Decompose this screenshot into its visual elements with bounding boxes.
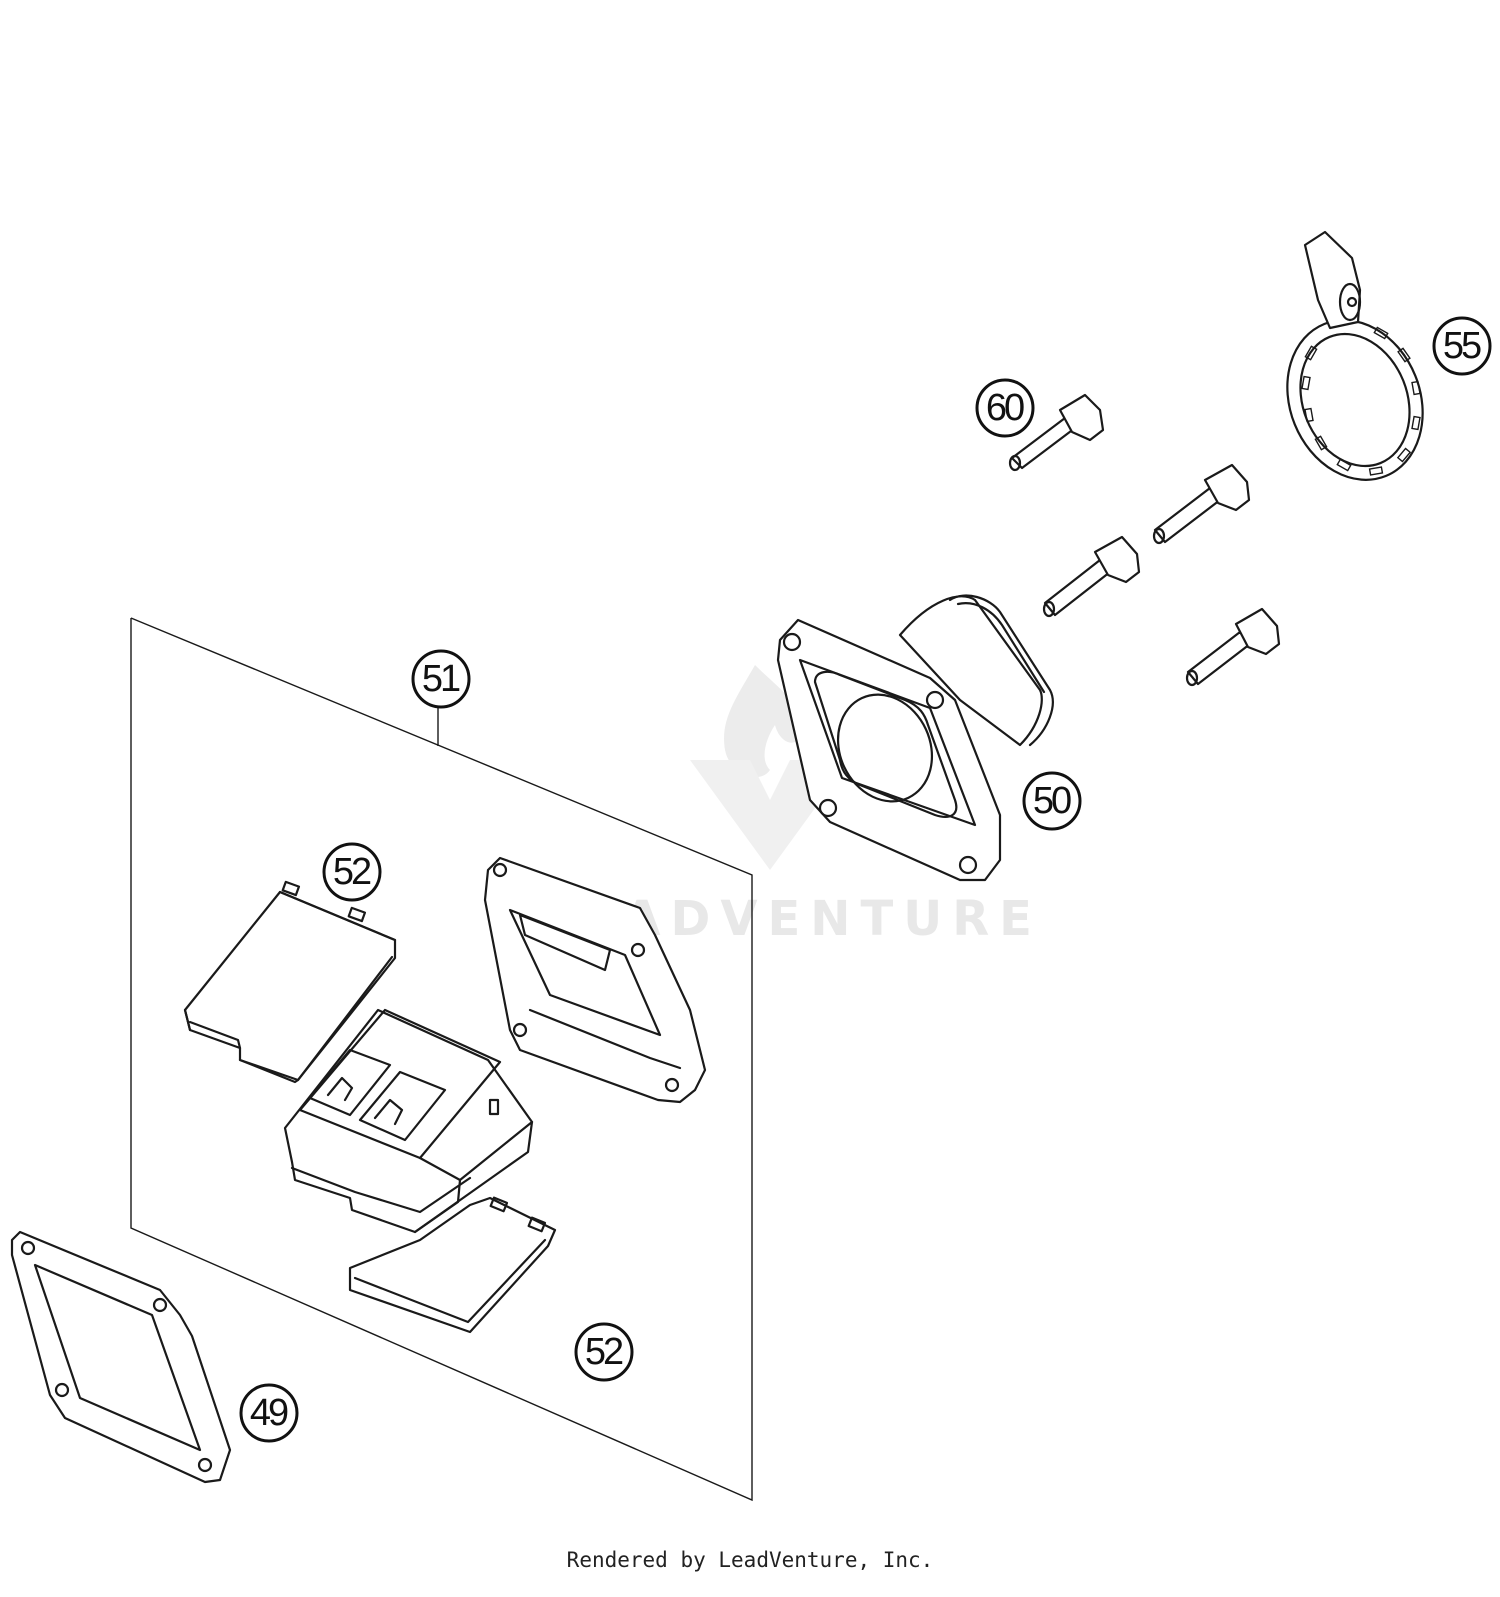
reed-valve-block[interactable] [283, 1008, 534, 1234]
callout-50-label: 50 [1033, 780, 1071, 822]
callout-55-label: 55 [1443, 325, 1481, 367]
bolt-2[interactable] [1152, 463, 1251, 545]
part-55-hose-clamp[interactable] [1264, 230, 1446, 500]
callout-60-label: 60 [986, 387, 1024, 429]
callout-49[interactable]: 49 [239, 1383, 299, 1443]
callout-51-label: 51 [422, 658, 460, 700]
part-50-intake-manifold[interactable] [776, 594, 1054, 882]
part-52-reed-petal-upper[interactable] [183, 880, 397, 1084]
part-52-reed-petal-lower[interactable] [348, 1196, 557, 1334]
part-49-gasket[interactable] [10, 1230, 232, 1484]
clamp-slots [1301, 326, 1421, 476]
part-60-bolts[interactable] [1008, 393, 1281, 687]
callout-52-lower-label: 52 [585, 1331, 623, 1373]
bolt-1[interactable] [1008, 393, 1105, 472]
callout-60[interactable]: 60 [975, 378, 1035, 438]
reed-cage-frame[interactable] [483, 856, 707, 1104]
callout-52-upper-label: 52 [333, 851, 371, 893]
callout-52-lower[interactable]: 52 [574, 1322, 634, 1382]
assembly-51-frame [130, 617, 753, 1502]
bolt-3[interactable] [1042, 535, 1141, 618]
callout-50[interactable]: 50 [1022, 771, 1082, 831]
callout-52-upper[interactable]: 52 [322, 842, 382, 902]
callout-49-label: 49 [250, 1392, 288, 1434]
callout-51[interactable]: 51 [411, 649, 471, 709]
footer-credit: Rendered by LeadVenture, Inc. [566, 1548, 934, 1572]
bolt-4[interactable] [1185, 607, 1281, 687]
callout-55[interactable]: 55 [1432, 316, 1492, 376]
